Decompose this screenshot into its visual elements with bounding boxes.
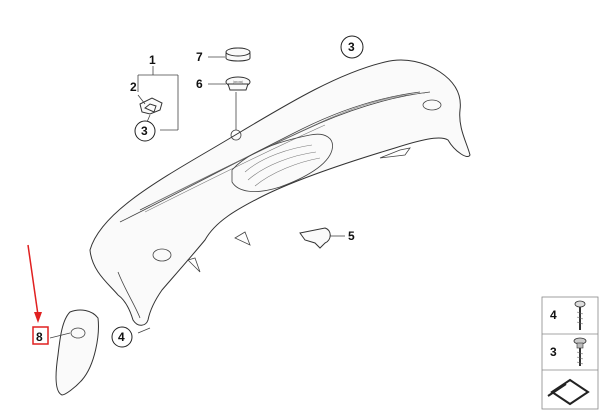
bracket-shape-icon <box>547 378 590 406</box>
leader-4 <box>137 327 151 334</box>
label-3-top[interactable]: 3 <box>348 40 355 54</box>
legend-label-4: 4 <box>550 308 557 322</box>
legend-label-3: 3 <box>550 345 557 359</box>
screw-icon <box>574 300 586 330</box>
clip-part-5[interactable] <box>299 227 345 249</box>
label-5[interactable]: 5 <box>348 229 355 243</box>
callout-circle-4 <box>111 326 133 348</box>
cap-part-7[interactable] <box>208 47 251 62</box>
label-6[interactable]: 6 <box>196 77 203 91</box>
highlight-arrow <box>27 244 42 323</box>
label-4[interactable]: 4 <box>118 330 125 344</box>
callout-circle-3-top <box>340 35 364 59</box>
bracket-1 <box>137 66 179 131</box>
highlight-box-8 <box>32 326 49 345</box>
label-3-left[interactable]: 3 <box>141 124 148 138</box>
dashboard-mount-hole <box>230 92 242 141</box>
label-2[interactable]: 2 <box>130 80 137 94</box>
grommet-part-6[interactable] <box>208 76 251 91</box>
label-7[interactable]: 7 <box>196 50 203 64</box>
bracket-part-2[interactable] <box>137 94 163 115</box>
callout-circle-3-left <box>134 120 156 142</box>
label-8[interactable]: 8 <box>36 330 43 344</box>
bolt-icon <box>573 337 587 366</box>
fastener-legend: 4 3 <box>541 296 599 410</box>
label-1[interactable]: 1 <box>149 53 156 67</box>
dashboard-part[interactable] <box>89 59 471 326</box>
end-trim-part-8[interactable] <box>49 309 99 396</box>
